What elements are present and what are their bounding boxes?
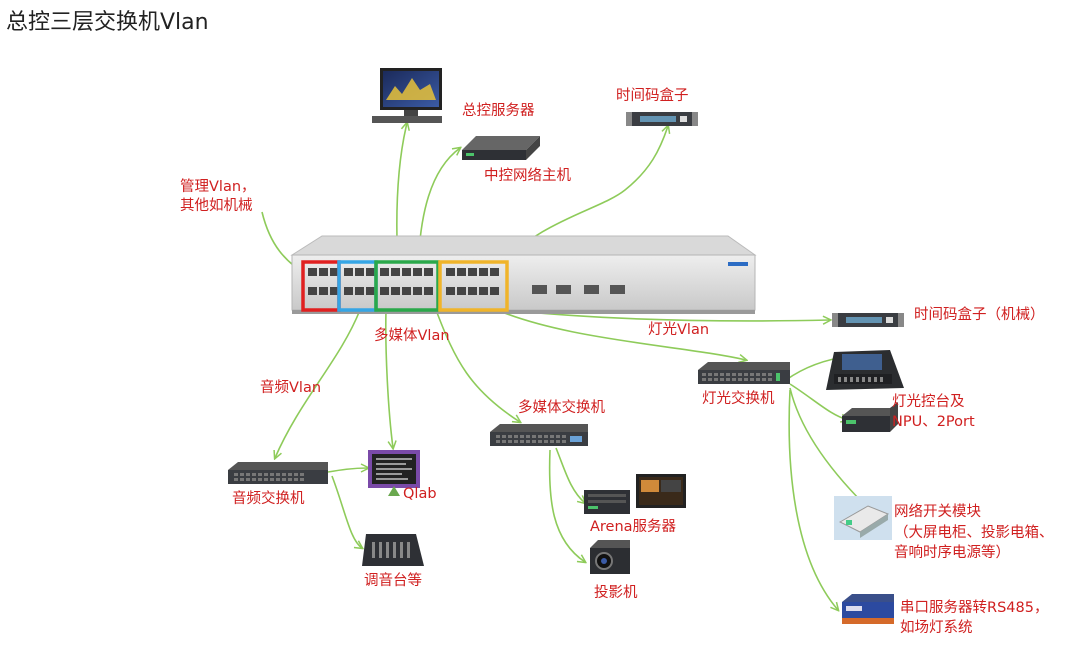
brand-mark-icon [728,262,748,266]
connector-serial-server [788,389,838,610]
switch-ports [308,268,625,295]
vlan-box-green [374,260,440,312]
multimedia-switch-icon [490,424,588,446]
labels: 管理Vlan， 其他如机械 总控服务器 中控网络主机 时间码盒子 时间码盒子（机… [180,87,1054,636]
connector-multimedia-switch [435,309,520,422]
label-net-switch-module-3: 音响时序电源等） [894,543,1010,561]
connector-projector [548,449,585,562]
label-audio-vlan: 音频Vlan [260,379,321,396]
net-switch-module-icon [834,496,892,540]
label-mgmt-vlan-1: 管理Vlan， [180,178,256,195]
connector-net-switch-module [789,387,865,505]
core-switch [290,235,757,314]
label-central-server: 总控服务器 [462,102,535,119]
monitor-icon [372,68,442,123]
label-control-host: 中控网络主机 [484,167,571,184]
arena-server-icon [584,474,686,514]
timecode-box-mech-icon [832,313,904,327]
timecode-box-icon [626,112,698,126]
label-net-switch-module-1: 网络开关模块 [894,503,981,520]
connector-qlab [385,309,393,448]
label-lighting-switch: 灯光交换机 [702,389,775,407]
connector-arena [555,447,585,503]
rack-server-icon [462,136,540,160]
npu-device-icon [842,402,898,432]
connector-lighting-switch [487,305,746,360]
lighting-console-icon [826,350,904,390]
connections [261,123,865,610]
label-net-switch-module-2: （大屏电柜、投影电箱、 [894,524,1054,541]
connector-audio-mixer [331,475,362,548]
audio-switch-icon [228,462,328,484]
diagram-title: 总控三层交换机Vlan [6,10,209,35]
qlab-screen-icon [368,450,420,496]
label-serial-server-1: 串口服务器转RS485， [900,599,1048,616]
label-multimedia-switch: 多媒体交换机 [518,398,605,416]
lighting-switch-icon [698,362,790,384]
label-lighting-console-1: 灯光控台及 [892,393,965,410]
label-lighting-console-2: NPU、2Port [892,414,975,430]
projector-icon [590,540,630,574]
label-audio-switch: 音频交换机 [232,489,305,507]
connector-audio-switch [275,309,361,458]
label-mixer: 调音台等 [364,571,422,589]
serial-server-icon [842,594,894,624]
label-serial-server-2: 如场灯系统 [900,619,973,636]
label-lighting-vlan: 灯光Vlan [648,321,709,338]
label-timecode-box-mech: 时间码盒子（机械） [914,306,1045,323]
label-mgmt-vlan-2: 其他如机械 [180,197,253,214]
label-timecode-box: 时间码盒子 [616,87,689,104]
connector-audio-qlab [327,468,368,473]
label-projector: 投影机 [594,584,638,601]
label-multimedia-vlan: 多媒体Vlan [374,327,450,344]
label-qlab: Qlab [403,486,437,502]
mixer-icon [362,534,424,566]
label-arena-server: Arena服务器 [590,518,677,535]
vlan-box-yellow [438,260,509,312]
